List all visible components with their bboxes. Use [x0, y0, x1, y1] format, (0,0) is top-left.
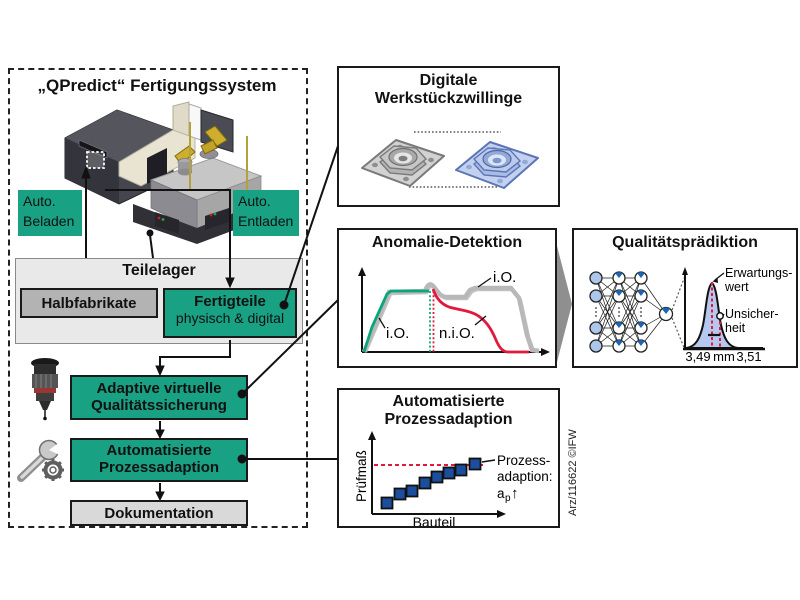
- expected-value-label-line1: Erwartungs-: [725, 266, 792, 280]
- wrench-gear-icon: [17, 439, 64, 482]
- digital-twins-box: Digitale Werkstückzwillinge: [337, 66, 560, 207]
- nn-output-node: [658, 306, 674, 322]
- auto-beladen-label: Auto. Beladen: [18, 190, 82, 236]
- attribution-text: Arz/116622 ©IFW: [567, 429, 579, 516]
- anomaly-chart: i.O. n.i.O. i.O.: [358, 267, 550, 356]
- gray-flange-workpiece: [361, 139, 445, 187]
- x-axis-max-label: 3,51: [736, 349, 761, 364]
- auto-entladen-label: Auto. Entladen: [233, 190, 299, 236]
- uncertainty-marker: [716, 312, 724, 320]
- measurement-squares: [380, 457, 482, 510]
- x-axis-arrow: [541, 348, 550, 356]
- halbfabrikate-box: Halbfabrikate: [20, 288, 158, 318]
- prediction-graphic: Erwartungs- wert Unsicher- heit 3,49 mm …: [589, 266, 792, 364]
- reference-curve-band: [361, 282, 540, 354]
- y-axis-arrow: [368, 431, 376, 440]
- auto-entladen-line2: Entladen: [238, 212, 294, 229]
- gray-right-chevron-icon: [557, 246, 572, 362]
- io-rise-label: i.O.: [386, 325, 409, 342]
- adaptive-qs-line2: Qualitätssicherung: [91, 397, 227, 414]
- adaption-title-line1: Automatisierte: [392, 393, 505, 410]
- process-adaption-box: Automatisierte Prozessadaption Prüfmaß B…: [337, 388, 560, 528]
- y-axis-label: Prüfmaß: [354, 450, 369, 502]
- twins-graphic: [361, 131, 539, 189]
- auto-entladen-line1: Auto.: [238, 193, 271, 209]
- auto-beladen-line1: Auto.: [23, 193, 56, 209]
- uncertainty-label-line2: heit: [725, 321, 746, 335]
- auto-prozessadaption-line2: Prozessadaption: [98, 459, 220, 476]
- robot-arm: [174, 122, 248, 196]
- io-curve-green: [362, 289, 429, 353]
- measuring-probe-icon: [31, 358, 59, 421]
- adaption-chart: Prüfmaß Bauteil Prozess- adaption: a p ↑: [354, 431, 553, 526]
- expected-value-label-line2: wert: [724, 280, 749, 294]
- adaption-note-ap: a: [497, 486, 505, 501]
- nio-label: n.i.O.: [439, 325, 475, 342]
- adaption-note-arrow-icon: ↑: [511, 485, 519, 502]
- twins-title-line2: Werkstückzwillinge: [374, 90, 523, 107]
- adaptive-qs-box: Adaptive virtuelle Qualitätssicherung: [70, 375, 248, 420]
- adaptive-qs-line1: Adaptive virtuelle: [96, 380, 222, 397]
- adaption-note-line1: Prozess-: [497, 453, 550, 468]
- system-title: „QPredict“ Fertigungssystem: [37, 76, 277, 95]
- x-axis-label: Bauteil: [413, 514, 456, 526]
- y-axis-arrow: [358, 267, 366, 276]
- nn-input-layer: [589, 271, 603, 353]
- anomaly-title: Anomalie-Detektion: [371, 234, 523, 251]
- auto-prozessadaption-box: Automatisierte Prozessadaption: [70, 438, 248, 482]
- nio-curve-red: [431, 288, 529, 354]
- auto-beladen-line2: Beladen: [23, 212, 75, 229]
- quality-prediction-box: Qualitätsprädiktion: [572, 228, 798, 368]
- adaption-note-line2: adaption:: [497, 469, 553, 484]
- machine-loading-zone-dotted-square: [86, 151, 105, 169]
- fertigteile-line1: Fertigteile: [194, 293, 266, 310]
- fertigteile-box: Fertigteile physisch & digital: [163, 288, 297, 338]
- auto-prozessadaption-line1: Automatisierte: [106, 442, 212, 459]
- anomaly-detection-box: Anomalie-Detektion i.O. n.i.O. i.O.: [337, 228, 557, 368]
- io-ref-label: i.O.: [493, 269, 516, 286]
- fertigteile-line2: physisch & digital: [175, 310, 285, 326]
- nn-edges: [595, 277, 667, 347]
- twins-title-line1: Digitale: [419, 72, 478, 89]
- adaption-note-ap-sub: p: [505, 493, 511, 504]
- nn-ellipsis-dots: [595, 307, 642, 317]
- prediction-title: Qualitätsprädiktion: [612, 234, 758, 251]
- blue-digital-twin-workpiece: [455, 141, 539, 189]
- x-axis-arrow: [497, 510, 506, 518]
- nn-hidden-layers: [612, 271, 648, 353]
- uncertainty-label-line1: Unsicher-: [725, 307, 779, 321]
- dokumentation-box: Dokumentation: [70, 500, 248, 526]
- x-axis-min-label: 3,49: [685, 349, 710, 364]
- teilelager-label: Teilelager: [122, 262, 196, 279]
- x-axis-unit-label: mm: [713, 349, 735, 364]
- adaption-title-line2: Prozessadaption: [384, 411, 513, 428]
